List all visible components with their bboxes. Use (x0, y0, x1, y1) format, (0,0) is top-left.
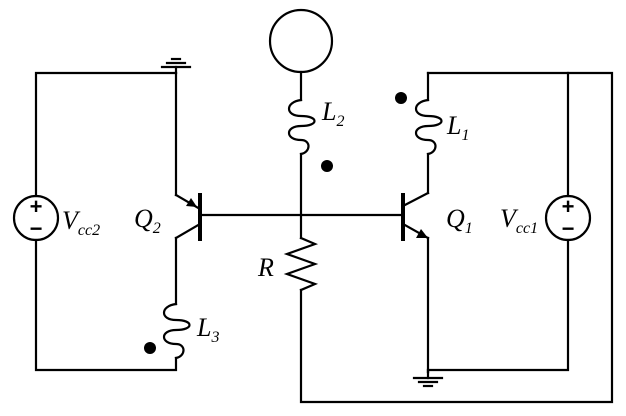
vcc1-minus-sign: − (562, 216, 575, 241)
l3-label: L3 (196, 313, 219, 346)
left-loop-wires (34, 71, 178, 372)
resistor-r (283, 236, 319, 292)
transistor-q1 (401, 191, 430, 241)
voltage-source-vcc1: + − (544, 194, 592, 242)
r-label: R (257, 253, 274, 282)
l3-polarity-dot (144, 342, 156, 354)
vcc2-plus-sign: + (30, 194, 43, 219)
vcc1-label: Vcc1 (500, 204, 538, 237)
l1-label: L1 (446, 111, 469, 144)
q1-label: Q1 (446, 204, 473, 237)
l2-polarity-dot (321, 160, 333, 172)
l1-polarity-dot (395, 92, 407, 104)
q2-label: Q2 (134, 204, 161, 237)
inductor-l2 (287, 98, 316, 156)
transistor-q2 (174, 193, 202, 241)
lamp (268, 8, 334, 74)
q2-emitter-arrow (186, 198, 197, 207)
l2-label: L2 (321, 97, 344, 130)
vcc1-plus-sign: + (562, 194, 575, 219)
ground-symbol-top (160, 57, 192, 75)
voltage-source-vcc2: + − (12, 194, 60, 242)
ground-symbol-bottom (412, 368, 444, 388)
q1-emitter-arrow (416, 229, 428, 238)
vcc2-label: Vcc2 (62, 206, 100, 239)
inductor-l3 (162, 302, 191, 360)
vcc2-minus-sign: − (30, 216, 43, 241)
inductor-l1 (414, 98, 443, 156)
bottom-return-wire (299, 71, 614, 404)
